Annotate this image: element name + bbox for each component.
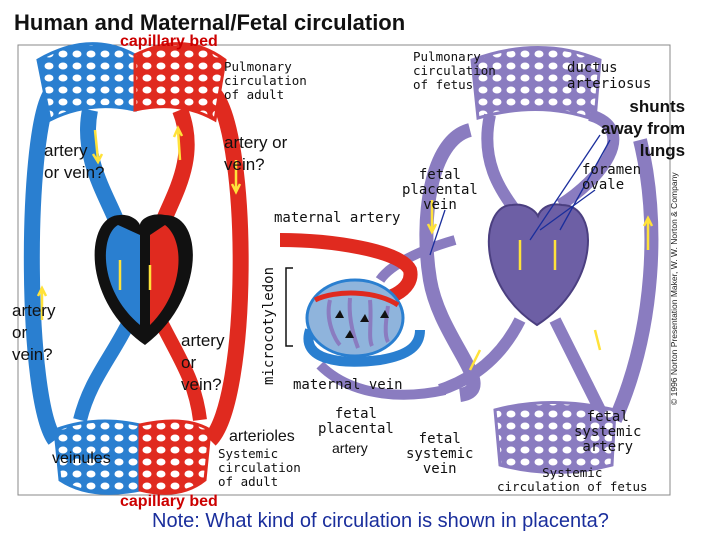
capillary-bed-bottom-red <box>138 419 212 495</box>
adult-heart-right-side <box>105 225 140 325</box>
fetal-systemic-artery-vessel <box>549 317 606 413</box>
page-title: Human and Maternal/Fetal circulation <box>14 10 406 35</box>
capillary-bed-bottom-label: capillary bed <box>120 493 218 510</box>
maternal-vein-label: maternal vein <box>293 377 403 393</box>
maternal-artery-label: maternal artery <box>274 210 401 226</box>
adult-flow-arrows <box>36 125 242 320</box>
aorta-adult <box>153 316 207 421</box>
systemic-adult-label: Systemic circulation of adult <box>218 446 301 489</box>
fetal-heart <box>487 203 589 327</box>
spiral-artery <box>313 290 400 308</box>
adult-heart <box>94 214 193 345</box>
capillary-bed-top-label: capillary bed <box>120 33 218 50</box>
adult-vein-left <box>23 91 62 445</box>
note-text: Note: What kind of circulation is shown … <box>152 510 609 532</box>
capillary-bed-top-blue <box>36 42 137 123</box>
fetal-circulation <box>316 46 659 474</box>
placenta <box>279 233 425 367</box>
fetal-pulmonary-vessel <box>481 113 520 214</box>
foramen-ovale-label: foramen ovale <box>582 162 642 193</box>
arterioles-label: arterioles <box>229 428 295 445</box>
villi <box>326 297 390 349</box>
fetal-placental-artery-vessel <box>316 361 447 400</box>
fetal-placental-vein-label: fetal placental vein <box>402 167 478 213</box>
fetal-flow-arrows <box>426 200 654 371</box>
ductus-arteriosus-label: ductus arteriosus <box>567 60 652 92</box>
systemic-fetus-label: Systemic circulation of fetus <box>497 465 648 494</box>
question-left-bottom: artery or vein? <box>12 301 56 364</box>
capillary-bed-top-red <box>133 42 227 123</box>
vena-cava-adult <box>73 316 137 422</box>
fetal-systemic-artery-label: fetal systemic artery <box>574 409 642 455</box>
fetal-placental-artery-label: fetal placental <box>318 406 394 437</box>
fetal-systemic-vein-vessel <box>438 317 526 396</box>
maternal-vein-vessel <box>303 328 425 367</box>
pointer-lines <box>429 134 611 256</box>
fetal-ductus-vessel <box>556 109 620 211</box>
question-mid-bottom: artery or vein? <box>181 331 225 394</box>
shunts-label: shunts away from lungs <box>601 97 686 160</box>
fetal-placental-artery-word: artery <box>332 440 368 456</box>
pulmonary-fetus-label: Pulmonary circulation of fetus <box>413 49 496 92</box>
flow-marks <box>335 310 389 338</box>
veinules-label: veinules <box>52 450 111 467</box>
fetal-systemic-vein-label: fetal systemic vein <box>406 431 474 477</box>
adult-heart-left-side <box>150 225 179 325</box>
pulmonary-vein-adult <box>152 107 195 233</box>
microcotyledon-bracket <box>285 267 293 347</box>
fetal-systemic-capillary <box>493 401 617 474</box>
adult-circulation <box>23 42 249 495</box>
pulmonary-adult-label: Pulmonary circulation of adult <box>224 59 307 102</box>
fetal-vessel-right <box>608 138 659 423</box>
diagram-frame <box>17 44 671 496</box>
question-mid-top: artery or vein? <box>224 133 288 174</box>
copyright-text: © 1996 Norton Presentation Maker, W. W. … <box>669 172 679 405</box>
adult-artery-right <box>203 90 249 446</box>
microcotyledon-label: microcotyledon <box>261 266 277 385</box>
question-left-top: artery or vein? <box>44 141 105 182</box>
